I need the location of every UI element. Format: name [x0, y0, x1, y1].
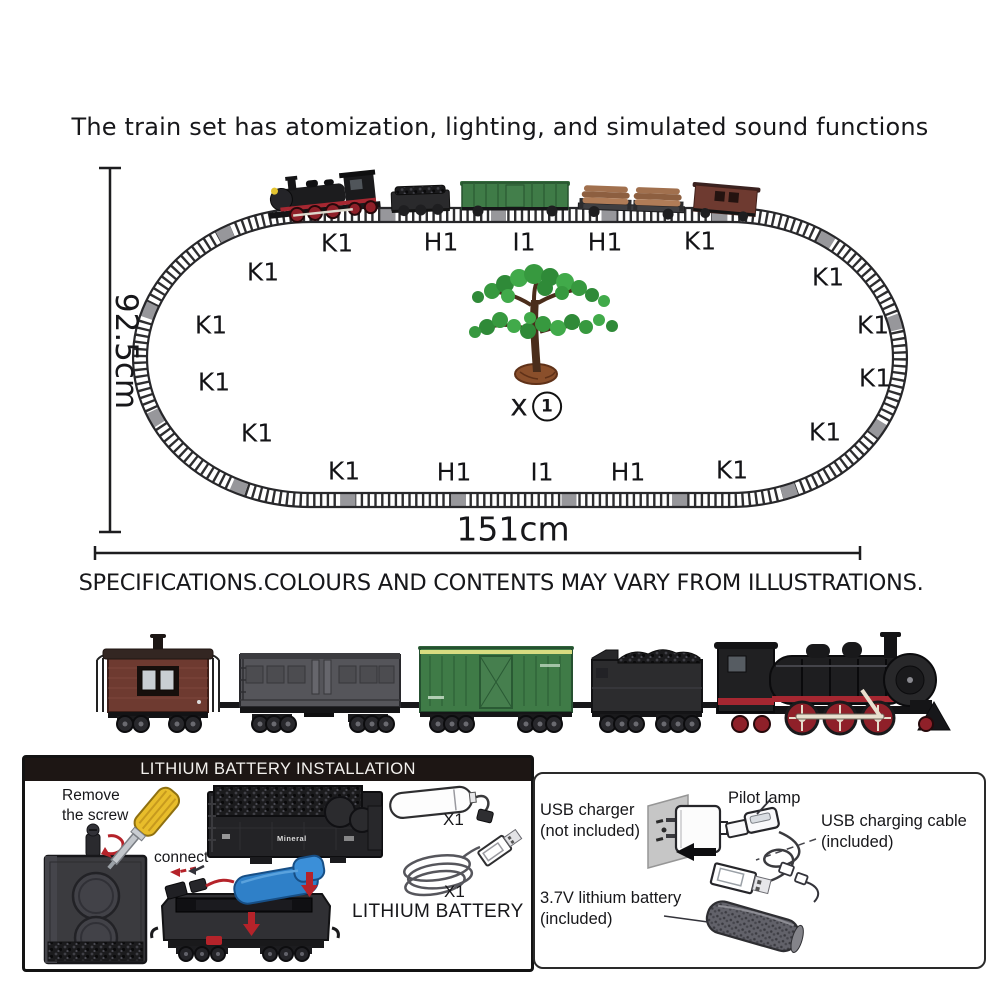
- bottom-caboose: [96, 634, 220, 733]
- bottom-train-illustration: [96, 632, 951, 736]
- track-label: K1: [194, 310, 228, 340]
- tree-illustration: [469, 264, 618, 385]
- usb-cable-note: USB charging cable (included): [821, 812, 967, 851]
- tree-foliage: [469, 264, 618, 339]
- pilot-lamp-note: Pilot lamp: [728, 789, 801, 807]
- top-log-car: [577, 185, 685, 220]
- tree-qty-label: x 1: [510, 389, 562, 424]
- track-label: H1: [436, 457, 472, 487]
- panel-header: LITHIUM BATTERY INSTALLATION: [25, 758, 531, 781]
- track-label: K1: [715, 455, 749, 485]
- bottom-gondola: [239, 653, 401, 733]
- top-tender: [390, 184, 451, 217]
- track-label: K1: [811, 262, 845, 292]
- tree-qty-prefix: x: [510, 388, 528, 424]
- track-label: K1: [246, 257, 280, 287]
- track-label: I1: [530, 457, 554, 487]
- battery-caption: LITHIUM BATTERY: [352, 901, 524, 922]
- remove-screw-note: Remove the screw: [62, 787, 129, 824]
- product-title: The train set has atomization, lighting,…: [71, 113, 929, 141]
- track-label: K1: [197, 367, 231, 397]
- cable-qty-label: X1: [444, 882, 465, 901]
- track-label: H1: [423, 227, 459, 257]
- track-label: K1: [240, 418, 274, 448]
- lithium-battery-note: 3.7V lithium battery (included): [540, 889, 682, 928]
- top-boxcar: [460, 181, 570, 217]
- track-label: K1: [320, 228, 354, 258]
- track-label: I1: [512, 227, 536, 257]
- tender-marking: Mineral: [277, 834, 307, 843]
- top-locomotive: [268, 169, 381, 223]
- top-caboose: [692, 182, 761, 222]
- width-dimension-label: 151cm: [456, 509, 570, 549]
- track-label: H1: [610, 457, 646, 487]
- battery-qty-label: X1: [443, 810, 464, 829]
- track-label: K1: [856, 310, 890, 340]
- bottom-tender: [591, 649, 703, 733]
- panel-title: LITHIUM BATTERY INSTALLATION: [140, 760, 416, 778]
- usb-charger-note: USB charger (not included): [540, 801, 640, 840]
- height-dimension-label: 92.5cm: [108, 292, 144, 410]
- connect-note: connect: [154, 849, 209, 866]
- track-label: K1: [858, 363, 892, 393]
- driver-wheels: [784, 700, 896, 736]
- tree-qty-count: 1: [531, 391, 562, 421]
- track-label: K1: [683, 226, 717, 256]
- top-train-illustration: [268, 169, 761, 223]
- bottom-boxcar: [418, 646, 574, 733]
- track-label: K1: [808, 417, 842, 447]
- track-label: H1: [587, 227, 623, 257]
- bottom-locomotive: [714, 632, 951, 736]
- disclaimer-text: SPECIFICATIONS.COLOURS AND CONTENTS MAY …: [78, 570, 924, 596]
- track-label: K1: [327, 456, 361, 486]
